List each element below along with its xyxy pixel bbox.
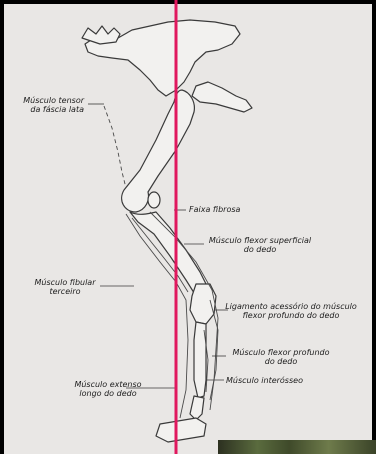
label-accessory-ligament: Ligamento acessório do músculo flexor pr… <box>222 302 360 320</box>
pelvis-bone <box>85 20 240 96</box>
ischium-bone <box>192 82 252 112</box>
label-line: flexor profundo do dedo <box>222 311 360 320</box>
label-fibrous-band: Faixa fibrosa <box>189 205 240 214</box>
label-line: Músculo interósseo <box>226 376 303 385</box>
label-line: Ligamento acessório do músculo <box>222 302 360 311</box>
label-line: terceiro <box>30 287 100 296</box>
label-line: da fáscia lata <box>4 105 84 114</box>
label-line: Músculo flexor profundo <box>222 348 340 357</box>
vertebra-bones <box>82 26 120 44</box>
label-long-extensor: Músculo extenso longo do dedo <box>70 380 146 398</box>
label-superficial-flexor: Músculo flexor superficial do dedo <box>200 236 320 254</box>
label-line: do dedo <box>200 245 320 254</box>
label-deep-flexor: Músculo flexor profundo do dedo <box>222 348 340 366</box>
hoof <box>156 418 206 442</box>
pastern-bone <box>190 396 204 420</box>
label-line: do dedo <box>222 357 340 366</box>
label-line: longo do dedo <box>70 389 146 398</box>
label-line: Músculo flexor superficial <box>200 236 320 245</box>
label-line: Faixa fibrosa <box>189 205 240 214</box>
label-line: Músculo fibular <box>30 278 100 287</box>
label-line: Músculo extenso <box>70 380 146 389</box>
label-line: Músculo tensor <box>4 96 84 105</box>
label-tensor-fascia-lata: Músculo tensor da fáscia lata <box>4 96 84 114</box>
label-interosseous: Músculo interósseo <box>226 376 303 385</box>
label-peroneus-tertius: Músculo fibular terceiro <box>30 278 100 296</box>
patella-bone <box>148 192 160 208</box>
tensor-fascia-lata-dashed-line <box>104 106 126 188</box>
